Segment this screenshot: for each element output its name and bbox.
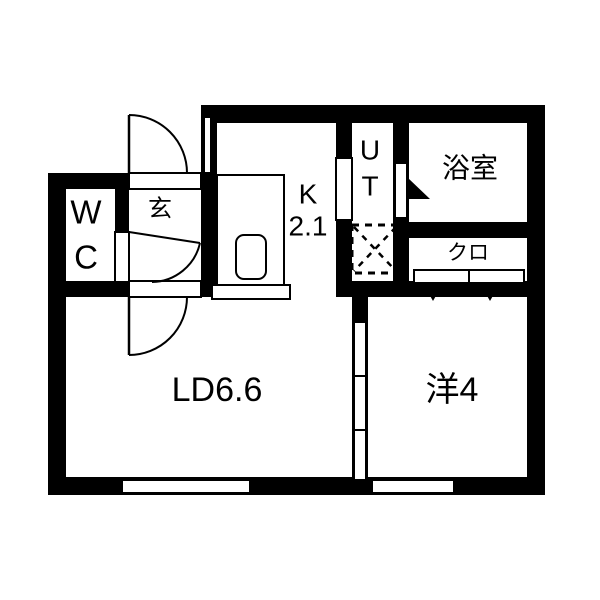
entrance-door-opening[interactable] xyxy=(128,172,202,190)
closet-door-left[interactable] xyxy=(413,269,470,284)
sliding-door-panel-3[interactable] xyxy=(353,429,367,481)
openings-group xyxy=(114,114,525,494)
label-wc-line2: C xyxy=(74,239,98,276)
living-window xyxy=(121,479,251,494)
bathroom-door-opening[interactable] xyxy=(394,162,408,219)
ut-door-opening[interactable] xyxy=(335,157,353,221)
label-wc-line1: W xyxy=(70,194,102,231)
closet-door-right-marker-icon xyxy=(481,285,499,301)
wall-bath-closet-divider xyxy=(393,222,527,238)
washer-diagonal-2 xyxy=(353,226,397,272)
entrance-door-swing-arc xyxy=(128,114,188,174)
labels-group: W C 玄 K 2.1 U T 浴室 クロ LD6.6 洋4 xyxy=(70,134,498,409)
wc-door-swing-arc xyxy=(151,242,201,283)
kitchen-window xyxy=(203,116,212,174)
label-closet: クロ xyxy=(447,242,489,265)
washer-diagonal-1 xyxy=(353,226,397,272)
fixtures-group xyxy=(211,174,400,300)
washing-machine-space xyxy=(350,223,400,275)
label-kitchen-line2: 2.1 xyxy=(289,210,328,241)
wc-door-opening[interactable] xyxy=(114,231,130,283)
sliding-door-panel-2[interactable] xyxy=(353,375,367,431)
bathroom-door-arrow-icon xyxy=(408,178,430,199)
label-genkan: 玄 xyxy=(148,195,172,222)
label-ut-line1: U xyxy=(360,134,380,165)
label-ut-line2: T xyxy=(361,170,378,201)
wc-door-leaf xyxy=(128,231,201,244)
label-kitchen-line1: K xyxy=(299,178,318,209)
bedroom-window xyxy=(371,479,455,494)
wall-right-outer xyxy=(527,105,545,495)
closet-door-right[interactable] xyxy=(468,269,525,284)
sliding-door-panel-1[interactable] xyxy=(353,321,367,377)
kitchen-counter-front xyxy=(211,284,291,300)
wall-kitchen-left-lower xyxy=(201,175,217,297)
label-bath: 浴室 xyxy=(442,152,498,183)
wall-top-upper-block xyxy=(215,105,545,123)
kitchen-sink-basin xyxy=(235,234,267,280)
genkan-living-door-swing-arc xyxy=(128,296,188,356)
genkan-living-door-opening[interactable] xyxy=(128,280,202,298)
closet-door-left-marker-icon xyxy=(424,285,442,301)
label-bedroom: 洋4 xyxy=(426,371,479,409)
wall-left-outer xyxy=(48,173,66,495)
label-living: LD6.6 xyxy=(172,371,263,409)
